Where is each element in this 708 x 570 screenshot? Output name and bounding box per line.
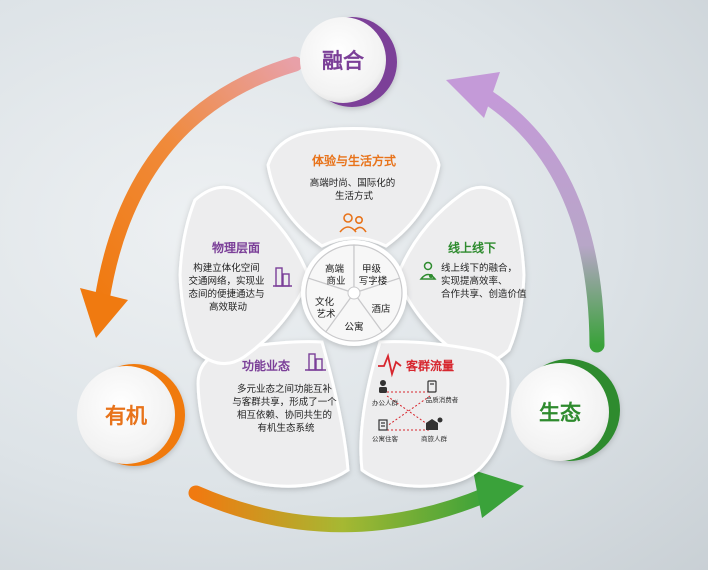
svg-text:线上线下的融合， 实现提高效率、 合作共享、: 线上线下的融合， 实现提高效率、 合作共享、创造价值 [441, 262, 527, 300]
arrow-right-to-top [446, 72, 605, 353]
petal-customer-title: 客群流量 [405, 358, 454, 373]
svg-text:文化 艺术: 文化 艺术 [315, 296, 337, 320]
hub-segment-culture [305, 277, 355, 333]
hub-segment-office [353, 244, 401, 294]
petal-physical [178, 185, 311, 366]
arrow-top-to-left [80, 56, 303, 338]
hub-office-line2: 写字楼 [359, 275, 388, 287]
svg-text:多元业态之间功能互补 与客群共享，形成了一个: 多元业态之间功能互补 与客群共享，形成了一个 相互依赖、协同共生的 有机生态系统 [232, 383, 340, 434]
group-office: 办公人群 [372, 398, 399, 407]
petal-physical-body-4: 高效联动 [209, 301, 247, 313]
people-icon [339, 213, 367, 233]
node-top: 融合 [300, 17, 397, 107]
hub-apartment-label: 公寓 [344, 321, 363, 333]
city-icon [273, 267, 292, 287]
petal-function-body-3: 相互依赖、协同共生的 [237, 409, 332, 421]
office-worker-icon [379, 380, 387, 393]
petal-function-body-4: 有机生态系统 [257, 422, 315, 434]
hub-culture-line1: 文化 [315, 296, 335, 308]
user-icon [419, 261, 437, 280]
hub-commercial-line1: 高端 [325, 263, 345, 275]
petal-function-body-2: 与客群共享，形成了一个 [232, 396, 337, 408]
customer-network [378, 380, 443, 431]
node-right-label: 生态 [539, 401, 581, 425]
apartment-icon [378, 419, 388, 431]
hub-culture-line2: 艺术 [316, 308, 336, 320]
petal-physical-body-2: 交通网络，实现业 [188, 275, 264, 287]
hub-segment-commercial [307, 244, 355, 294]
hub-segment-apartment [324, 291, 384, 342]
petal-online-body-2: 实现提高效率、 [441, 275, 508, 287]
svg-text:高端 商业: 高端 商业 [325, 263, 347, 287]
petal-function-title: 功能业态 [242, 358, 290, 373]
petal-function-body-1: 多元业态之间功能互补 [237, 383, 333, 395]
node-left-label: 有机 [105, 404, 147, 428]
petal-physical-title: 物理层面 [212, 240, 260, 255]
petal-online-title: 线上线下 [448, 240, 496, 255]
petal-experience [266, 127, 441, 248]
buildings-icon [305, 353, 326, 371]
hub-hotel-label: 酒店 [371, 303, 390, 315]
svg-text:甲级 写字楼: 甲级 写字楼 [359, 263, 388, 287]
group-apartment-residents: 公寓住客 [372, 434, 399, 443]
petal-customer [359, 340, 510, 488]
svg-text:构建立体化空间 交通网络，实现业 态间的便捷: 构建立体化空间 交通网络，实现业 态间的便捷通达与 高效联动 [188, 262, 267, 313]
arrow-left-to-right [188, 470, 524, 533]
petal-physical-body-1: 构建立体化空间 [193, 262, 260, 274]
group-quality-consumers: 品质消费者 [426, 395, 459, 404]
petal-experience-body-2: 生活方式 [335, 190, 374, 202]
petal-physical-body-3: 态间的便捷通达与 [188, 288, 264, 300]
petal-experience-body-1: 高端时尚、国际化的 [310, 177, 396, 189]
node-left: 有机 [77, 364, 185, 466]
hub: 高端 商业 甲级 写字楼 酒店 公寓 文化 艺术 [301, 240, 407, 346]
hub-office-line1: 甲级 [362, 263, 382, 275]
clipboard-icon [427, 380, 437, 393]
petal-experience-title: 体验与生活方式 [312, 153, 396, 168]
node-right: 生态 [511, 359, 620, 461]
business-traveler-icon [426, 417, 443, 430]
node-top-label: 融合 [322, 49, 365, 73]
pulse-icon [378, 352, 402, 378]
petal-online-body-3: 合作共享、创造价值 [441, 288, 527, 300]
hub-commercial-line2: 商业 [326, 275, 345, 287]
svg-text:高端时尚、国际化的 生活方式: 高端时尚、国际化的 生活方式 [310, 177, 399, 202]
petal-online-body-1: 线上线下的融合， [441, 262, 517, 274]
hub-segment-hotel [353, 277, 403, 333]
group-business-travelers: 商旅人群 [421, 434, 448, 443]
